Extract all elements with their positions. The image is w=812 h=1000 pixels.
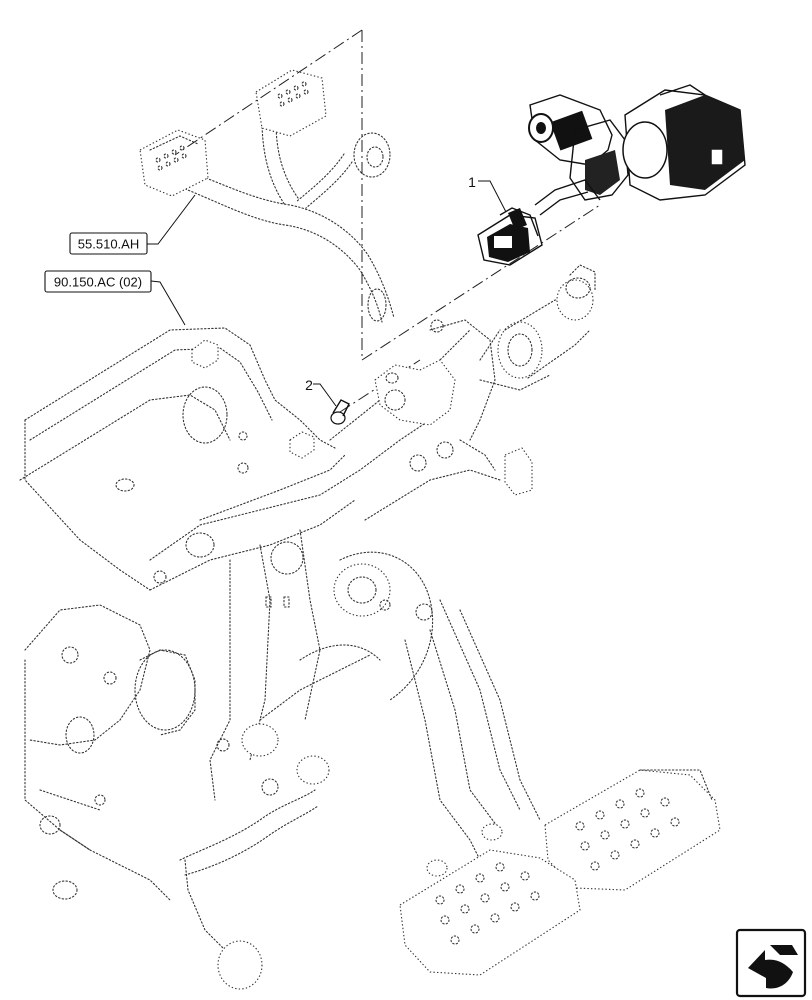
pedals (39, 599, 721, 990)
callout-2: 2 (305, 377, 313, 393)
bolt (330, 399, 350, 425)
return-arrow-icon[interactable] (735, 928, 807, 998)
reference-link-55-510-ah[interactable]: 55.510.AH (69, 232, 148, 255)
pedal-frame (19, 264, 596, 851)
reference-link-90-150-ac-02[interactable]: 90.150.AC (02) (44, 270, 152, 293)
leader-ref-2 (150, 280, 186, 326)
leader-1 (478, 180, 507, 213)
wiring-harness (139, 69, 395, 323)
ignition-switch (477, 84, 746, 266)
leader-ref-1 (147, 194, 196, 245)
reference-label: 55.510.AH (78, 237, 139, 252)
reference-label: 90.150.AC (02) (54, 275, 142, 290)
leader-2 (313, 383, 337, 407)
callout-1: 1 (468, 174, 476, 190)
